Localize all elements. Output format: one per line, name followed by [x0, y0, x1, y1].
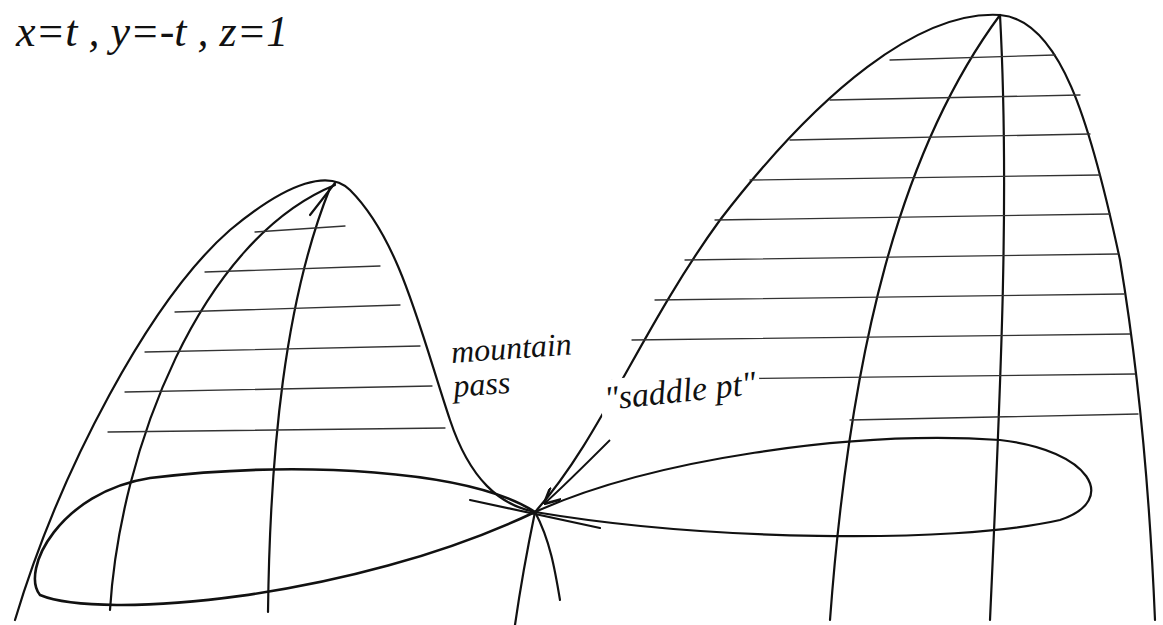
- callout-label: "saddle pt": [598, 364, 761, 418]
- callout-label: mountain pass: [446, 325, 598, 404]
- equation-label: x=t , y=-t , z=1: [12, 8, 292, 56]
